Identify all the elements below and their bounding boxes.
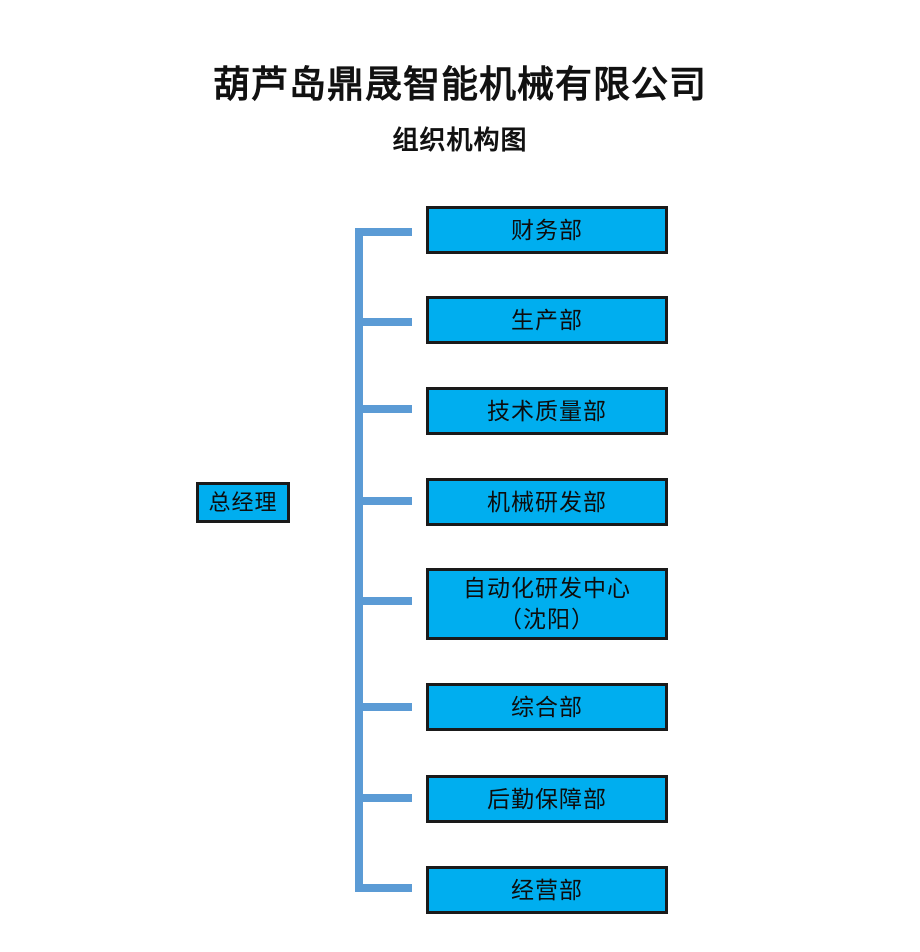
org-node-technical-quality[interactable]: 技术质量部: [426, 387, 668, 435]
branch-connector-production: [355, 318, 412, 326]
org-node-label: 经营部: [511, 877, 583, 903]
org-node-finance[interactable]: 财务部: [426, 206, 668, 254]
org-node-label: 自动化研发中心 （沈阳）: [463, 576, 631, 632]
org-node-automation-rd-center[interactable]: 自动化研发中心 （沈阳）: [426, 568, 668, 640]
org-node-label: 财务部: [511, 217, 583, 243]
branch-connector-finance: [355, 228, 412, 236]
org-node-general-affairs[interactable]: 综合部: [426, 683, 668, 731]
org-node-label: 后勤保障部: [487, 786, 607, 812]
org-node-label: 总经理: [208, 490, 278, 515]
branch-connector-automation-rd-center: [355, 597, 412, 605]
org-node-label: 综合部: [511, 694, 583, 720]
page-subtitle: 组织机构图: [392, 126, 528, 155]
branch-connector-general-affairs: [355, 703, 412, 711]
branch-connector-technical-quality: [355, 405, 412, 413]
org-node-operations[interactable]: 经营部: [426, 866, 668, 914]
branch-connector-operations: [355, 884, 412, 892]
org-node-label: 技术质量部: [487, 398, 607, 424]
org-node-general-manager[interactable]: 总经理: [196, 482, 290, 523]
page-title: 葫芦岛鼎晟智能机械有限公司: [213, 65, 707, 106]
org-node-production[interactable]: 生产部: [426, 296, 668, 344]
org-node-label: 机械研发部: [487, 489, 607, 515]
branch-connector-logistics-support: [355, 794, 412, 802]
branch-connector-mechanical-rd: [355, 497, 412, 505]
org-node-mechanical-rd[interactable]: 机械研发部: [426, 478, 668, 526]
org-node-logistics-support[interactable]: 后勤保障部: [426, 775, 668, 823]
trunk-connector-line: [355, 232, 363, 892]
org-node-label: 生产部: [511, 307, 583, 333]
